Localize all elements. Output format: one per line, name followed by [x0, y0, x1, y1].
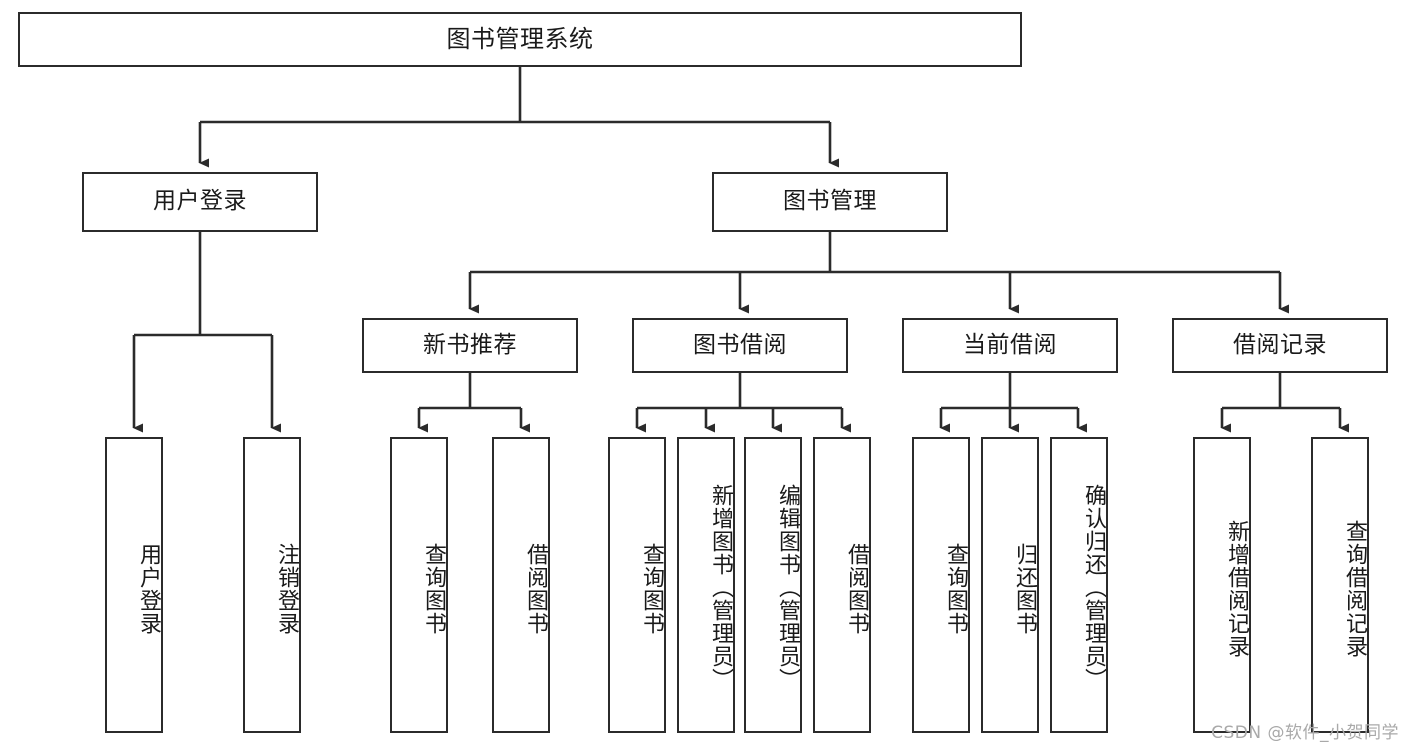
leaf-borrow-book[interactable]: 借阅图书	[813, 437, 871, 733]
leaf-query-borrow-record[interactable]: 查询借阅记录	[1311, 437, 1369, 733]
leaf-query-book-new[interactable]: 查询图书	[390, 437, 448, 733]
node-label: 查询借阅记录	[1342, 520, 1367, 658]
node-label: 图书借阅	[693, 331, 787, 358]
leaf-query-book-borrow[interactable]: 查询图书	[608, 437, 666, 733]
leaf-user-login[interactable]: 用户登录	[105, 437, 163, 733]
node-label: 图书管理系统	[446, 25, 594, 54]
node-borrow-record[interactable]: 借阅记录	[1172, 318, 1388, 373]
node-current-borrow[interactable]: 当前借阅	[902, 318, 1118, 373]
leaf-logout[interactable]: 注销登录	[243, 437, 301, 733]
csdn-watermark: CSDN @软件_小贺同学	[1211, 723, 1399, 743]
node-label: 当前借阅	[963, 331, 1057, 358]
node-label: 新增借阅记录	[1224, 520, 1249, 658]
node-label: 借阅记录	[1233, 331, 1327, 358]
leaf-confirm-return-admin[interactable]: 确认归还（管理员）	[1050, 437, 1108, 733]
node-label: 查询图书	[943, 543, 968, 635]
node-label: 图书管理	[783, 188, 877, 215]
leaf-add-book-admin[interactable]: 新增图书（管理员）	[677, 437, 735, 733]
node-label: 注销登录	[274, 543, 299, 635]
node-label: 确认归还（管理员）	[1081, 483, 1106, 691]
node-label: 用户登录	[136, 543, 161, 635]
node-book-borrow[interactable]: 图书借阅	[632, 318, 848, 373]
leaf-query-book-current[interactable]: 查询图书	[912, 437, 970, 733]
leaf-borrow-book-new[interactable]: 借阅图书	[492, 437, 550, 733]
node-label: 查询图书	[639, 543, 664, 635]
node-label: 借阅图书	[844, 543, 869, 635]
node-label: 用户登录	[153, 188, 247, 215]
node-label: 查询图书	[421, 543, 446, 635]
node-new-book-recommend[interactable]: 新书推荐	[362, 318, 578, 373]
node-root-system[interactable]: 图书管理系统	[18, 12, 1022, 67]
node-label: 归还图书	[1012, 543, 1037, 635]
node-label: 借阅图书	[523, 543, 548, 635]
node-label: 新书推荐	[423, 331, 517, 358]
leaf-edit-book-admin[interactable]: 编辑图书（管理员）	[744, 437, 802, 733]
node-label: 新增图书（管理员）	[708, 483, 733, 691]
node-book-management[interactable]: 图书管理	[712, 172, 948, 232]
node-label: 编辑图书（管理员）	[775, 483, 800, 691]
leaf-add-borrow-record[interactable]: 新增借阅记录	[1193, 437, 1251, 733]
leaf-return-book[interactable]: 归还图书	[981, 437, 1039, 733]
node-user-login[interactable]: 用户登录	[82, 172, 318, 232]
